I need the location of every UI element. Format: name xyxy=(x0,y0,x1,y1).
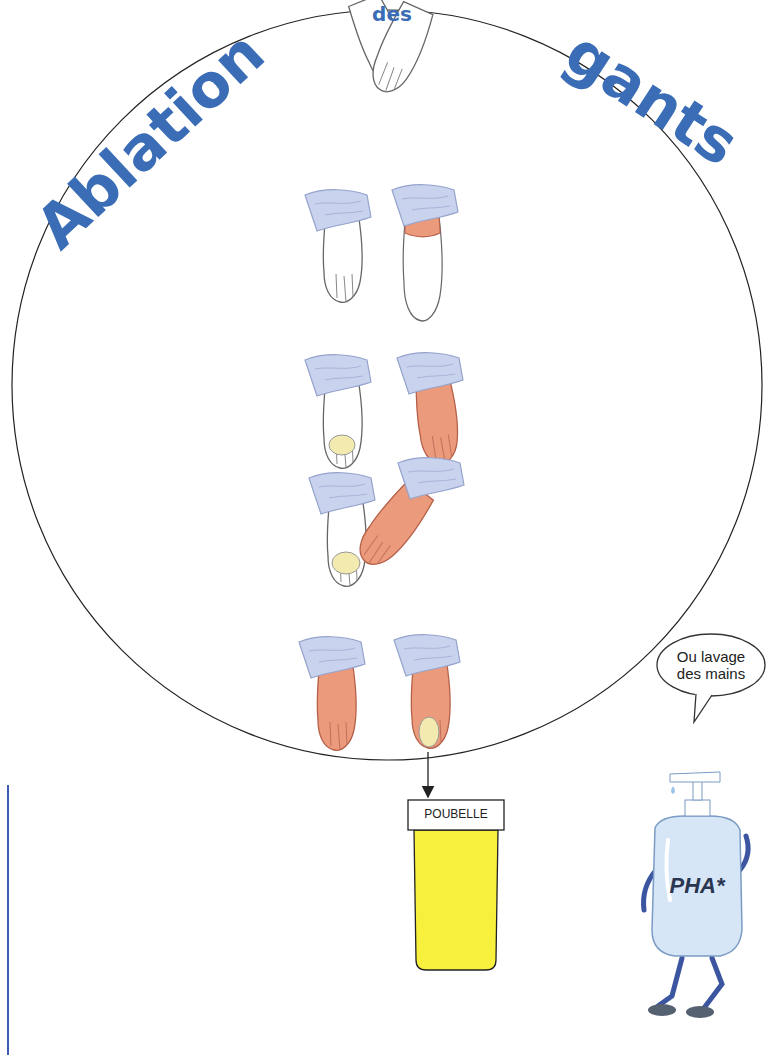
sleeve-left xyxy=(305,355,371,396)
sleeve-right xyxy=(397,353,463,394)
glove-right xyxy=(364,0,436,98)
step-5-discard xyxy=(299,635,460,751)
node-text: POUBELLE xyxy=(408,800,504,830)
pump-stem xyxy=(693,780,702,800)
margin-line xyxy=(7,785,9,1055)
bin-lid xyxy=(408,800,504,830)
bubble-outline xyxy=(657,634,765,696)
bottle-body xyxy=(652,816,742,956)
bottle-legs xyxy=(658,958,722,1008)
step-1-gloves xyxy=(346,0,437,99)
step-3-ball xyxy=(305,353,463,469)
step-2-peel xyxy=(305,185,458,321)
title-word: des xyxy=(372,4,412,24)
bin-body xyxy=(414,830,498,970)
sleeve-right xyxy=(394,635,460,676)
step-4-slide xyxy=(309,458,464,587)
glove-ball xyxy=(329,435,355,455)
bottle-neck xyxy=(685,800,710,816)
sleeve-right xyxy=(392,185,458,226)
bottle-shoe xyxy=(648,1004,676,1016)
bottle-shoe xyxy=(686,1006,714,1018)
pump-head xyxy=(670,772,720,782)
waste-bin-outline xyxy=(408,800,504,972)
step-circle xyxy=(12,10,762,760)
title-word: gants xyxy=(556,21,748,175)
sleeve-right xyxy=(398,458,464,499)
sleeve-left xyxy=(309,473,375,514)
bottle-shine xyxy=(666,840,670,900)
waste-bin: POUBELLE xyxy=(408,800,504,972)
title-word: Ablation xyxy=(26,21,274,258)
discard-arrow xyxy=(427,752,428,796)
speech-bubble: Ou lavage des mains xyxy=(655,632,767,698)
sleeve-left xyxy=(299,637,365,678)
node-text: PHA* xyxy=(652,866,742,906)
glove-ball xyxy=(332,552,360,574)
node-text: Ou lavage des mains xyxy=(671,636,751,694)
sleeve-left xyxy=(305,190,371,231)
glove-bundle xyxy=(419,717,439,747)
sanitizer-bottle: PHA* xyxy=(640,770,750,1020)
bubble-tail xyxy=(694,694,712,722)
pump-drop xyxy=(671,786,675,794)
bubble-tail-fill xyxy=(694,692,713,722)
